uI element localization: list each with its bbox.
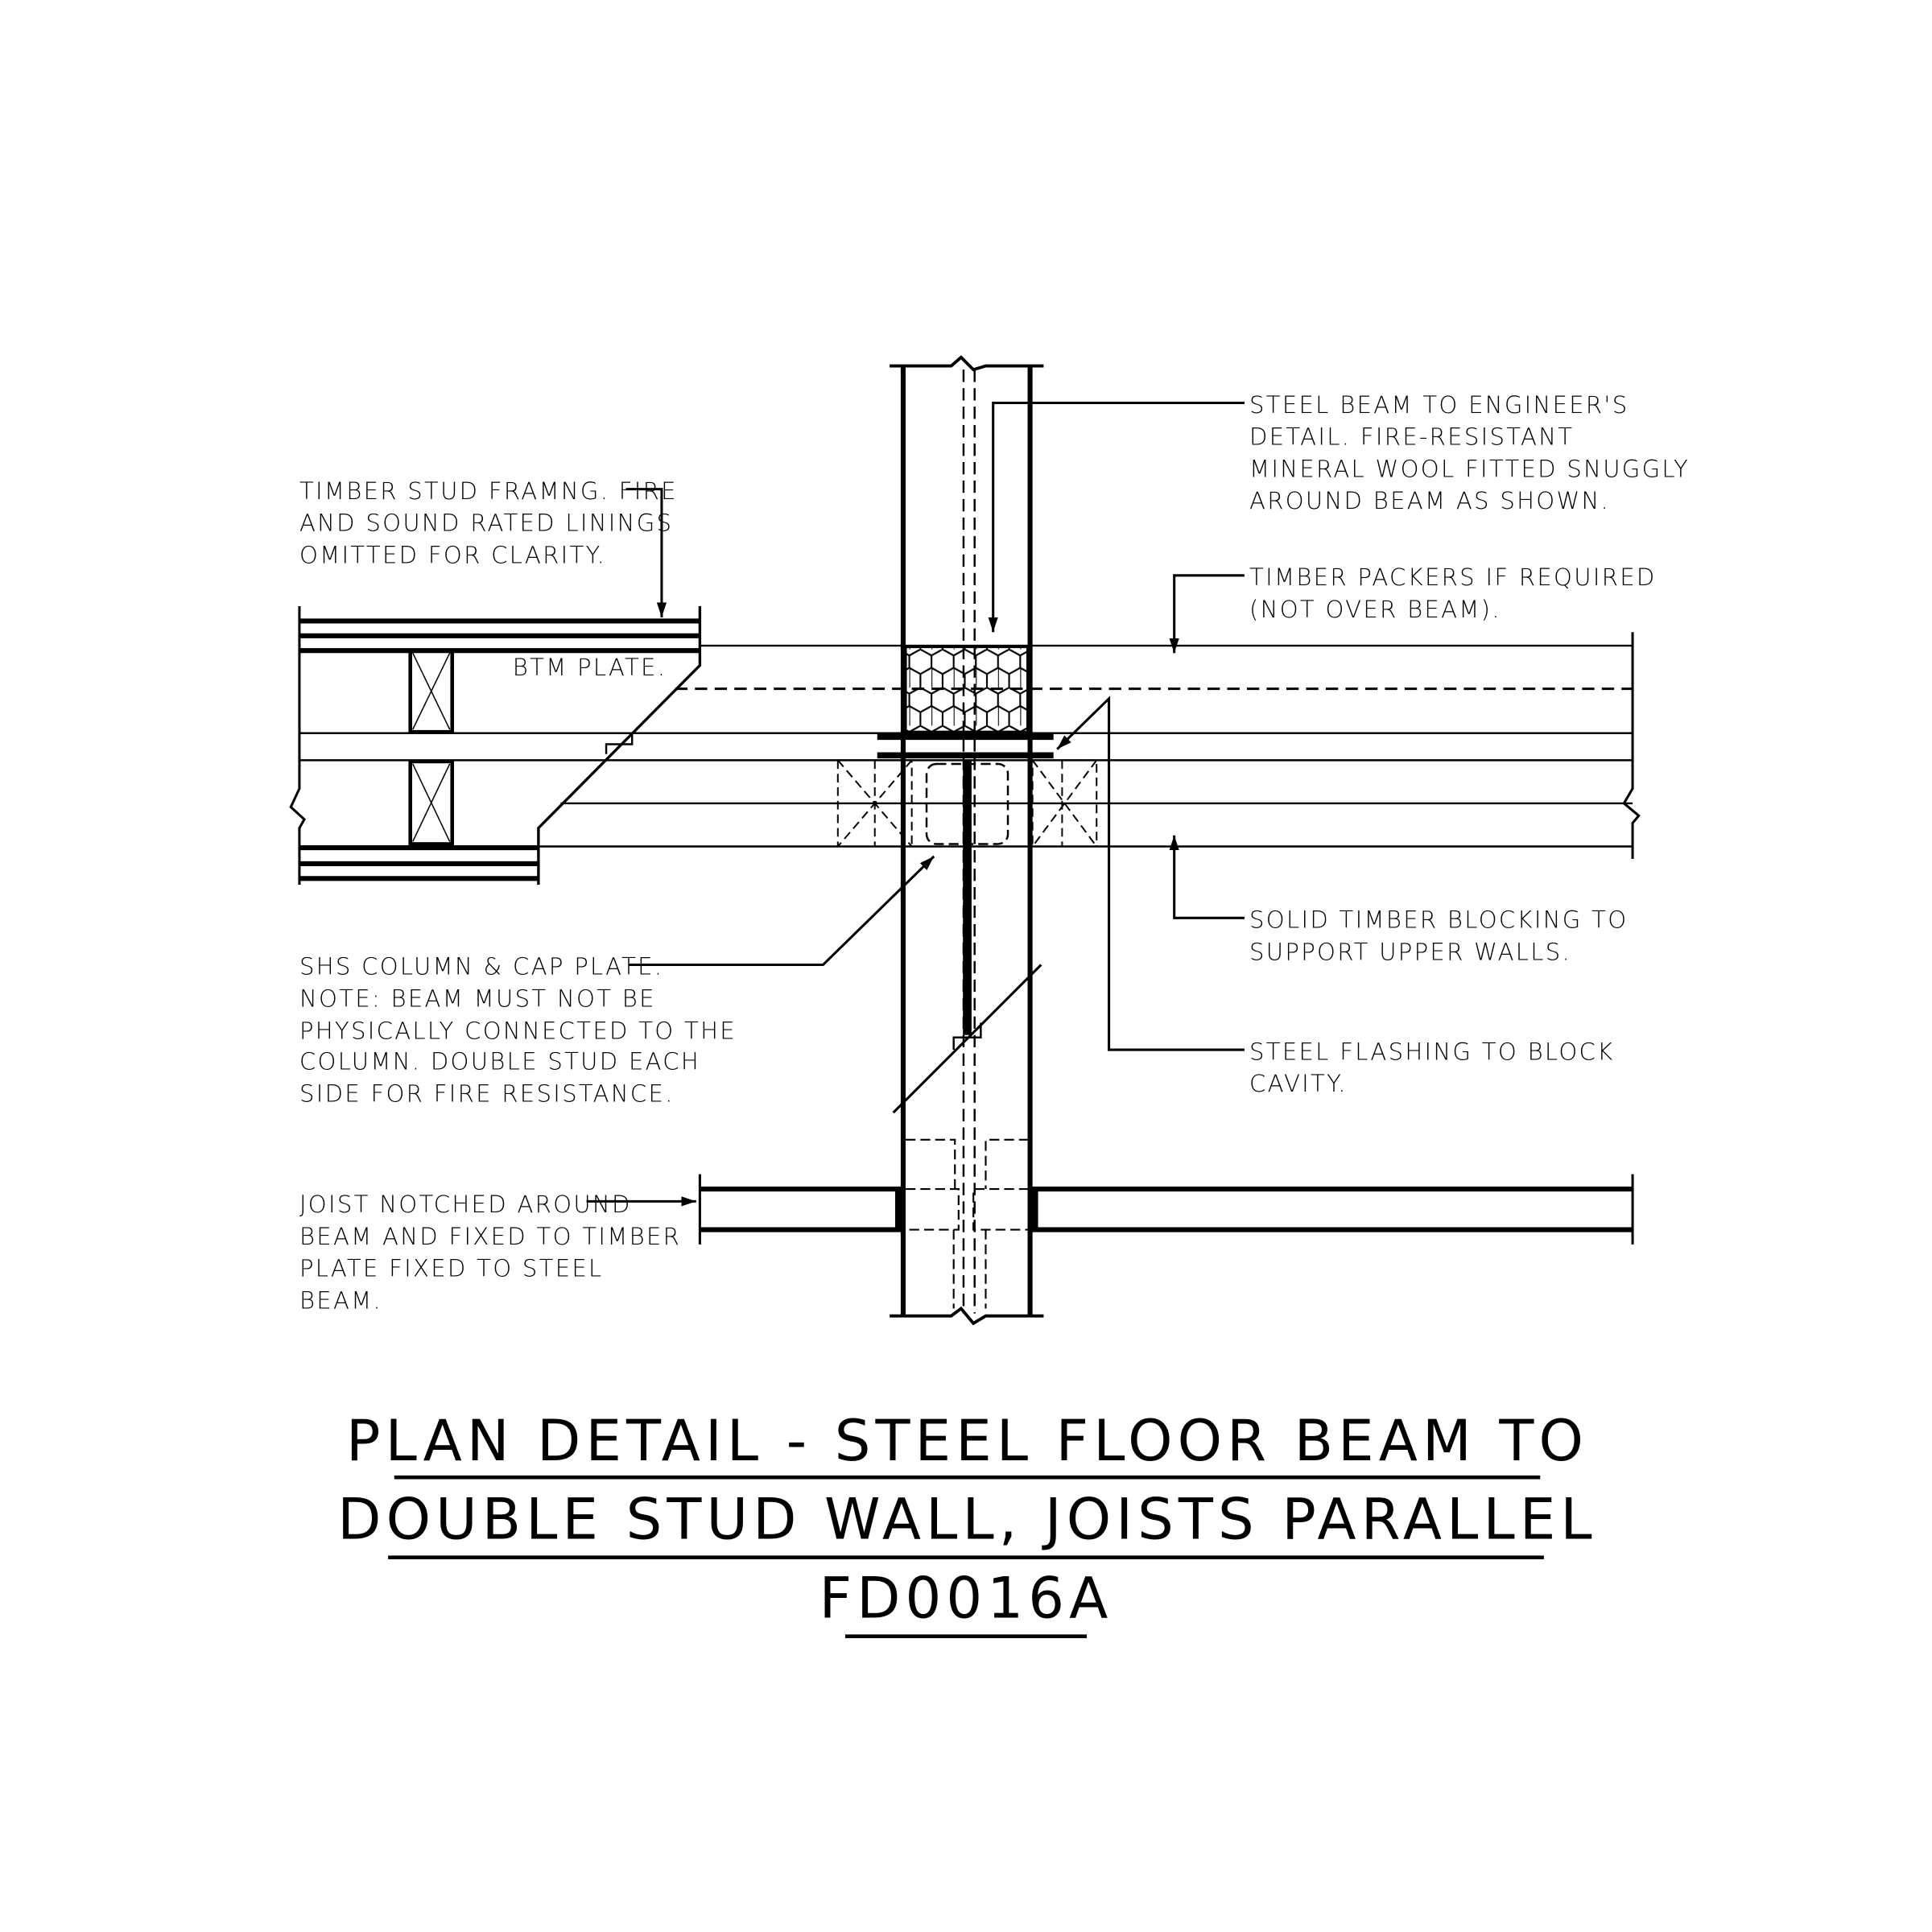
svg-text:NOTE: BEAM MUST NOT BE: NOTE: BEAM MUST NOT BE xyxy=(299,985,656,1013)
svg-text:CAVITY.: CAVITY. xyxy=(1249,1070,1348,1097)
svg-text:SOLID TIMBER BLOCKING TO: SOLID TIMBER BLOCKING TO xyxy=(1249,906,1628,934)
svg-text:AND SOUND RATED LININGS: AND SOUND RATED LININGS xyxy=(299,510,673,537)
svg-text:DOUBLE STUD WALL, JOISTS PARAL: DOUBLE STUD WALL, JOISTS PARALLEL xyxy=(337,1487,1596,1553)
svg-text:AROUND BEAM AS SHOWN.: AROUND BEAM AS SHOWN. xyxy=(1249,487,1610,514)
leader-lines xyxy=(586,401,1245,1207)
note-btm-plate: BTM PLATE. xyxy=(513,654,667,681)
svg-text:SUPPORT UPPER WALLS.: SUPPORT UPPER WALLS. xyxy=(1249,938,1571,965)
svg-text:COLUMN. DOUBLE STUD EACH: COLUMN. DOUBLE STUD EACH xyxy=(299,1048,700,1075)
svg-text:FD0016A: FD0016A xyxy=(819,1566,1113,1632)
timber-stud-framing xyxy=(289,606,702,885)
note-timber-packers: TIMBER PACKERS IF REQUIRED (NOT OVER BEA… xyxy=(1249,564,1657,623)
svg-text:MINERAL WOOL FITTED SNUGGLY: MINERAL WOOL FITTED SNUGGLY xyxy=(1249,455,1690,482)
note-joist: JOIST NOTCHED AROUND BEAM AND FIXED TO T… xyxy=(299,1191,681,1315)
svg-text:DETAIL. FIRE-RESISTANT: DETAIL. FIRE-RESISTANT xyxy=(1249,423,1574,451)
note-steel-beam: STEEL BEAM TO ENGINEER'S DETAIL. FIRE-RE… xyxy=(1249,391,1690,514)
break-line xyxy=(892,964,1042,1114)
floor-joists xyxy=(698,1138,1634,1309)
svg-text:TIMBER STUD FRAMNG. FIRE: TIMBER STUD FRAMNG. FIRE xyxy=(299,477,678,505)
note-shs-column: SHS COLUMN & CAP PLATE. NOTE: BEAM MUST … xyxy=(299,953,737,1108)
drawing-title: PLAN DETAIL - STEEL FLOOR BEAM TO DOUBLE… xyxy=(337,1408,1596,1638)
svg-text:(NOT OVER BEAM).: (NOT OVER BEAM). xyxy=(1249,596,1501,623)
svg-text:BEAM.: BEAM. xyxy=(299,1287,382,1315)
svg-text:PLAN DETAIL - STEEL FLOOR BEAM: PLAN DETAIL - STEEL FLOOR BEAM TO xyxy=(346,1408,1588,1474)
mineral-wool-infill xyxy=(904,646,1030,733)
svg-text:OMITTED FOR CLARITY.: OMITTED FOR CLARITY. xyxy=(299,541,606,568)
timber-blocking xyxy=(836,759,1098,848)
note-timber-stud: TIMBER STUD FRAMNG. FIRE AND SOUND RATED… xyxy=(299,477,678,569)
svg-text:STEEL BEAM TO ENGINEER'S: STEEL BEAM TO ENGINEER'S xyxy=(1249,391,1629,419)
svg-text:PLATE FIXED TO STEEL: PLATE FIXED TO STEEL xyxy=(299,1255,604,1282)
svg-text:PHYSICALLY CONNECTED TO THE: PHYSICALLY CONNECTED TO THE xyxy=(299,1017,737,1044)
svg-text:BEAM AND FIXED TO TIMBER: BEAM AND FIXED TO TIMBER xyxy=(299,1223,681,1250)
note-solid-blocking: SOLID TIMBER BLOCKING TO SUPPORT UPPER W… xyxy=(1249,906,1628,966)
svg-text:JOIST NOTCHED AROUND: JOIST NOTCHED AROUND xyxy=(299,1191,632,1218)
svg-text:TIMBER PACKERS IF REQUIRED: TIMBER PACKERS IF REQUIRED xyxy=(1249,564,1657,591)
svg-text:STEEL FLASHING TO BLOCK: STEEL FLASHING TO BLOCK xyxy=(1249,1038,1614,1065)
svg-text:SIDE FOR FIRE RESISTANCE.: SIDE FOR FIRE RESISTANCE. xyxy=(299,1080,675,1107)
svg-text:SHS COLUMN & CAP PLATE.: SHS COLUMN & CAP PLATE. xyxy=(299,953,663,980)
note-steel-flashing: STEEL FLASHING TO BLOCK CAVITY. xyxy=(1249,1038,1614,1097)
